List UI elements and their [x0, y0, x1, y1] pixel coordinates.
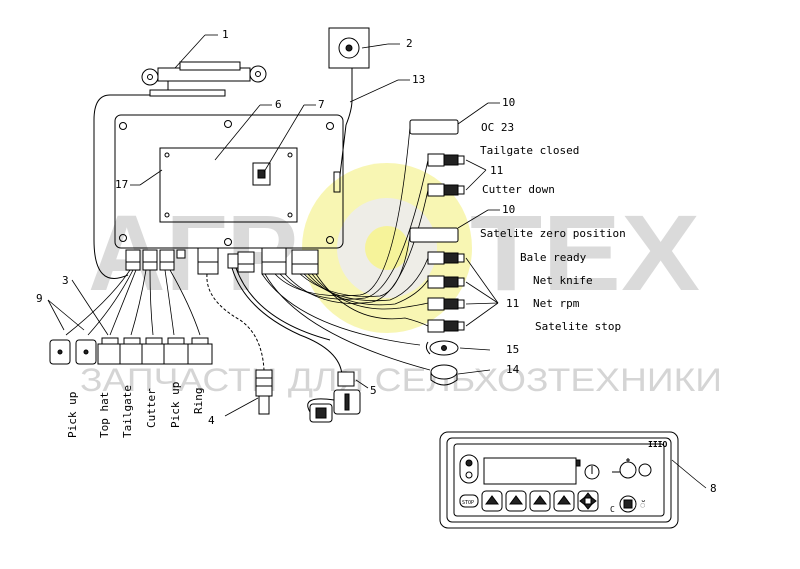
up-button-4[interactable]	[553, 490, 575, 512]
callout-14: 14	[506, 363, 520, 376]
up-button-3[interactable]	[529, 490, 551, 512]
label-satelite-stop: Satelite stop	[535, 320, 621, 333]
callout-3: 3	[62, 274, 69, 287]
callout-2: 2	[406, 37, 413, 50]
callout-5: 5	[370, 384, 377, 397]
main-control-box	[114, 114, 344, 249]
label-tailgate: Tailgate	[121, 385, 134, 438]
sensor-net-rpm	[427, 297, 465, 311]
box-connectors	[125, 247, 319, 275]
cable-13	[339, 68, 353, 176]
stop-button-label: STOP	[462, 500, 474, 506]
component-5	[307, 371, 361, 423]
callout-15: 15	[506, 343, 519, 356]
watermark-subtitle: ЗАПЧАСТИ ДЛЯ СЕЛЬХОЗТЕХНИКИ	[80, 362, 722, 398]
terminal-brand-mark: IIIO	[648, 440, 667, 449]
sensor-4	[255, 369, 273, 415]
label-pick-up-2: Pick up	[169, 382, 182, 428]
bottom-plugs	[49, 337, 213, 365]
sensor-cutter-down	[427, 183, 465, 197]
label-ring: Ring	[192, 388, 205, 415]
component-14	[430, 364, 458, 386]
label-cutter: Cutter	[145, 388, 158, 428]
actuator-cable	[93, 94, 150, 279]
label-pick-up-1: Pick up	[66, 392, 79, 438]
callout-8: 8	[710, 482, 717, 495]
label-oc23: OC 23	[481, 121, 514, 134]
oc23-component	[409, 119, 459, 135]
stop-button[interactable]	[459, 494, 479, 508]
label-bale-ready: Bale ready	[520, 251, 587, 264]
callout-10b: 10	[502, 203, 515, 216]
callout-11a: 11	[490, 164, 503, 177]
sensor-bale-ready	[427, 251, 465, 265]
sensor-cables	[261, 126, 431, 371]
bottom-cables	[65, 269, 201, 336]
actuator-component	[141, 61, 267, 97]
bottom-labels: Pick up Top hat Tailgate Cutter Pick up …	[66, 382, 205, 438]
watermark: АГР ТЕХ ЗАПЧАСТИ ДЛЯ СЕЛЬХОЗТЕХНИКИ	[80, 163, 722, 398]
callout-1: 1	[222, 28, 229, 41]
arrows-button[interactable]	[577, 490, 599, 512]
label-net-knife: Net knife	[533, 274, 593, 287]
callout-10a: 10	[502, 96, 515, 109]
sensor-satelite-stop	[427, 319, 465, 333]
callout-13: 13	[412, 73, 425, 86]
cable-5	[231, 267, 343, 376]
terminal-letter-c: C	[610, 505, 615, 514]
sensor-tailgate-closed	[427, 153, 465, 167]
satelite-zero-component	[409, 227, 459, 243]
sensor-net-knife	[427, 275, 465, 289]
watermark-right-text: ТЕХ	[470, 192, 700, 313]
callout-4: 4	[208, 414, 215, 427]
terminal-buttons: STOP ॅ	[459, 490, 646, 513]
up-button-2[interactable]	[505, 490, 527, 512]
label-tailgate-closed: Tailgate closed	[480, 144, 579, 157]
control-terminal: IIIO C	[439, 431, 679, 529]
component-15	[425, 340, 459, 356]
leader-1	[174, 34, 206, 69]
callout-11b: 11	[506, 297, 519, 310]
label-net-rpm: Net rpm	[533, 297, 580, 310]
key-switch-icon[interactable]	[619, 495, 637, 513]
label-top-hat: Top hat	[98, 392, 111, 438]
zero-percent-icon: ॅ	[640, 500, 646, 511]
up-button-1[interactable]	[481, 490, 503, 512]
callout-7: 7	[318, 98, 325, 111]
callout-17: 17	[115, 178, 128, 191]
callout-6: 6	[275, 98, 282, 111]
label-cutter-down: Cutter down	[482, 183, 555, 196]
callout-9: 9	[36, 292, 43, 305]
label-satelite-zero: Satelite zero position	[480, 227, 626, 240]
